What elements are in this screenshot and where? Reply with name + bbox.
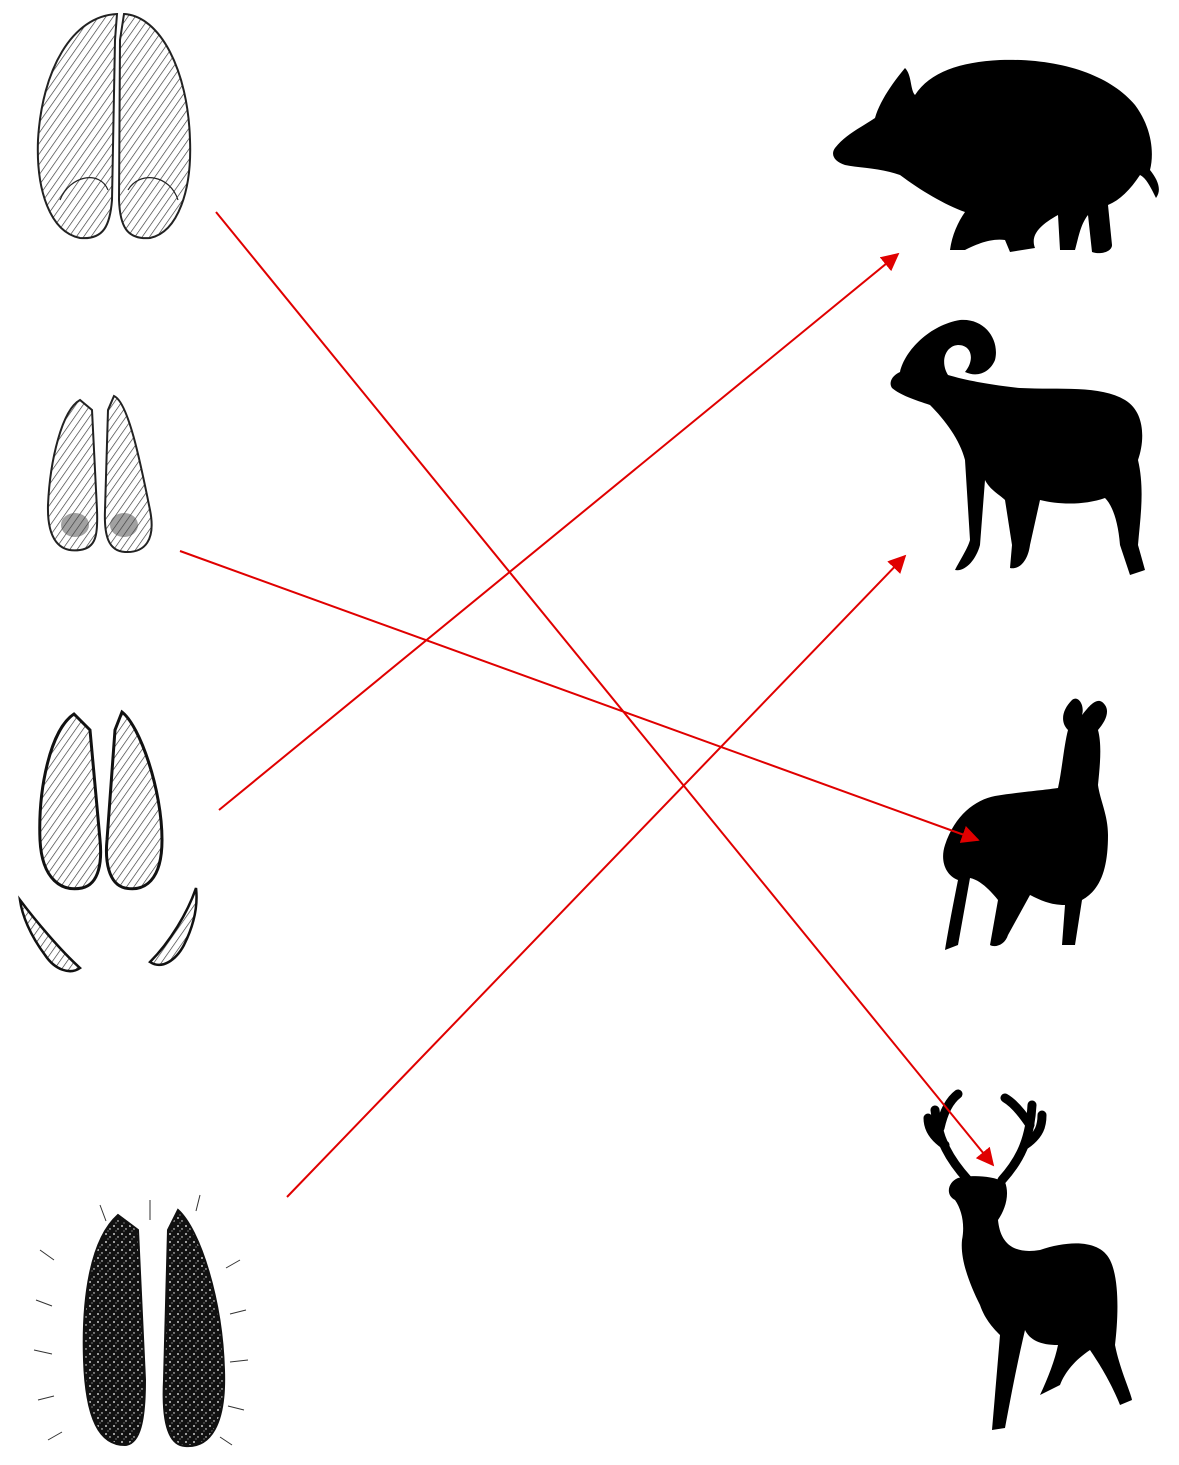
match-arrow-3 xyxy=(219,254,898,810)
red-deer-stag-icon xyxy=(928,1094,1132,1430)
match-arrows xyxy=(180,212,993,1197)
hoofprint-with-dewclaws-icon xyxy=(20,712,197,971)
match-arrow-2 xyxy=(180,551,978,840)
match-arrow-4 xyxy=(287,556,905,1197)
hoofprint-icon-2 xyxy=(48,396,152,552)
wild-boar-icon xyxy=(833,60,1159,253)
roe-deer-icon xyxy=(943,699,1108,950)
hoofprint-filled-icon xyxy=(34,1195,248,1446)
hoofprint-icon-1 xyxy=(38,14,190,238)
mouflon-ram-icon xyxy=(891,320,1145,575)
match-arrow-1 xyxy=(216,212,993,1165)
